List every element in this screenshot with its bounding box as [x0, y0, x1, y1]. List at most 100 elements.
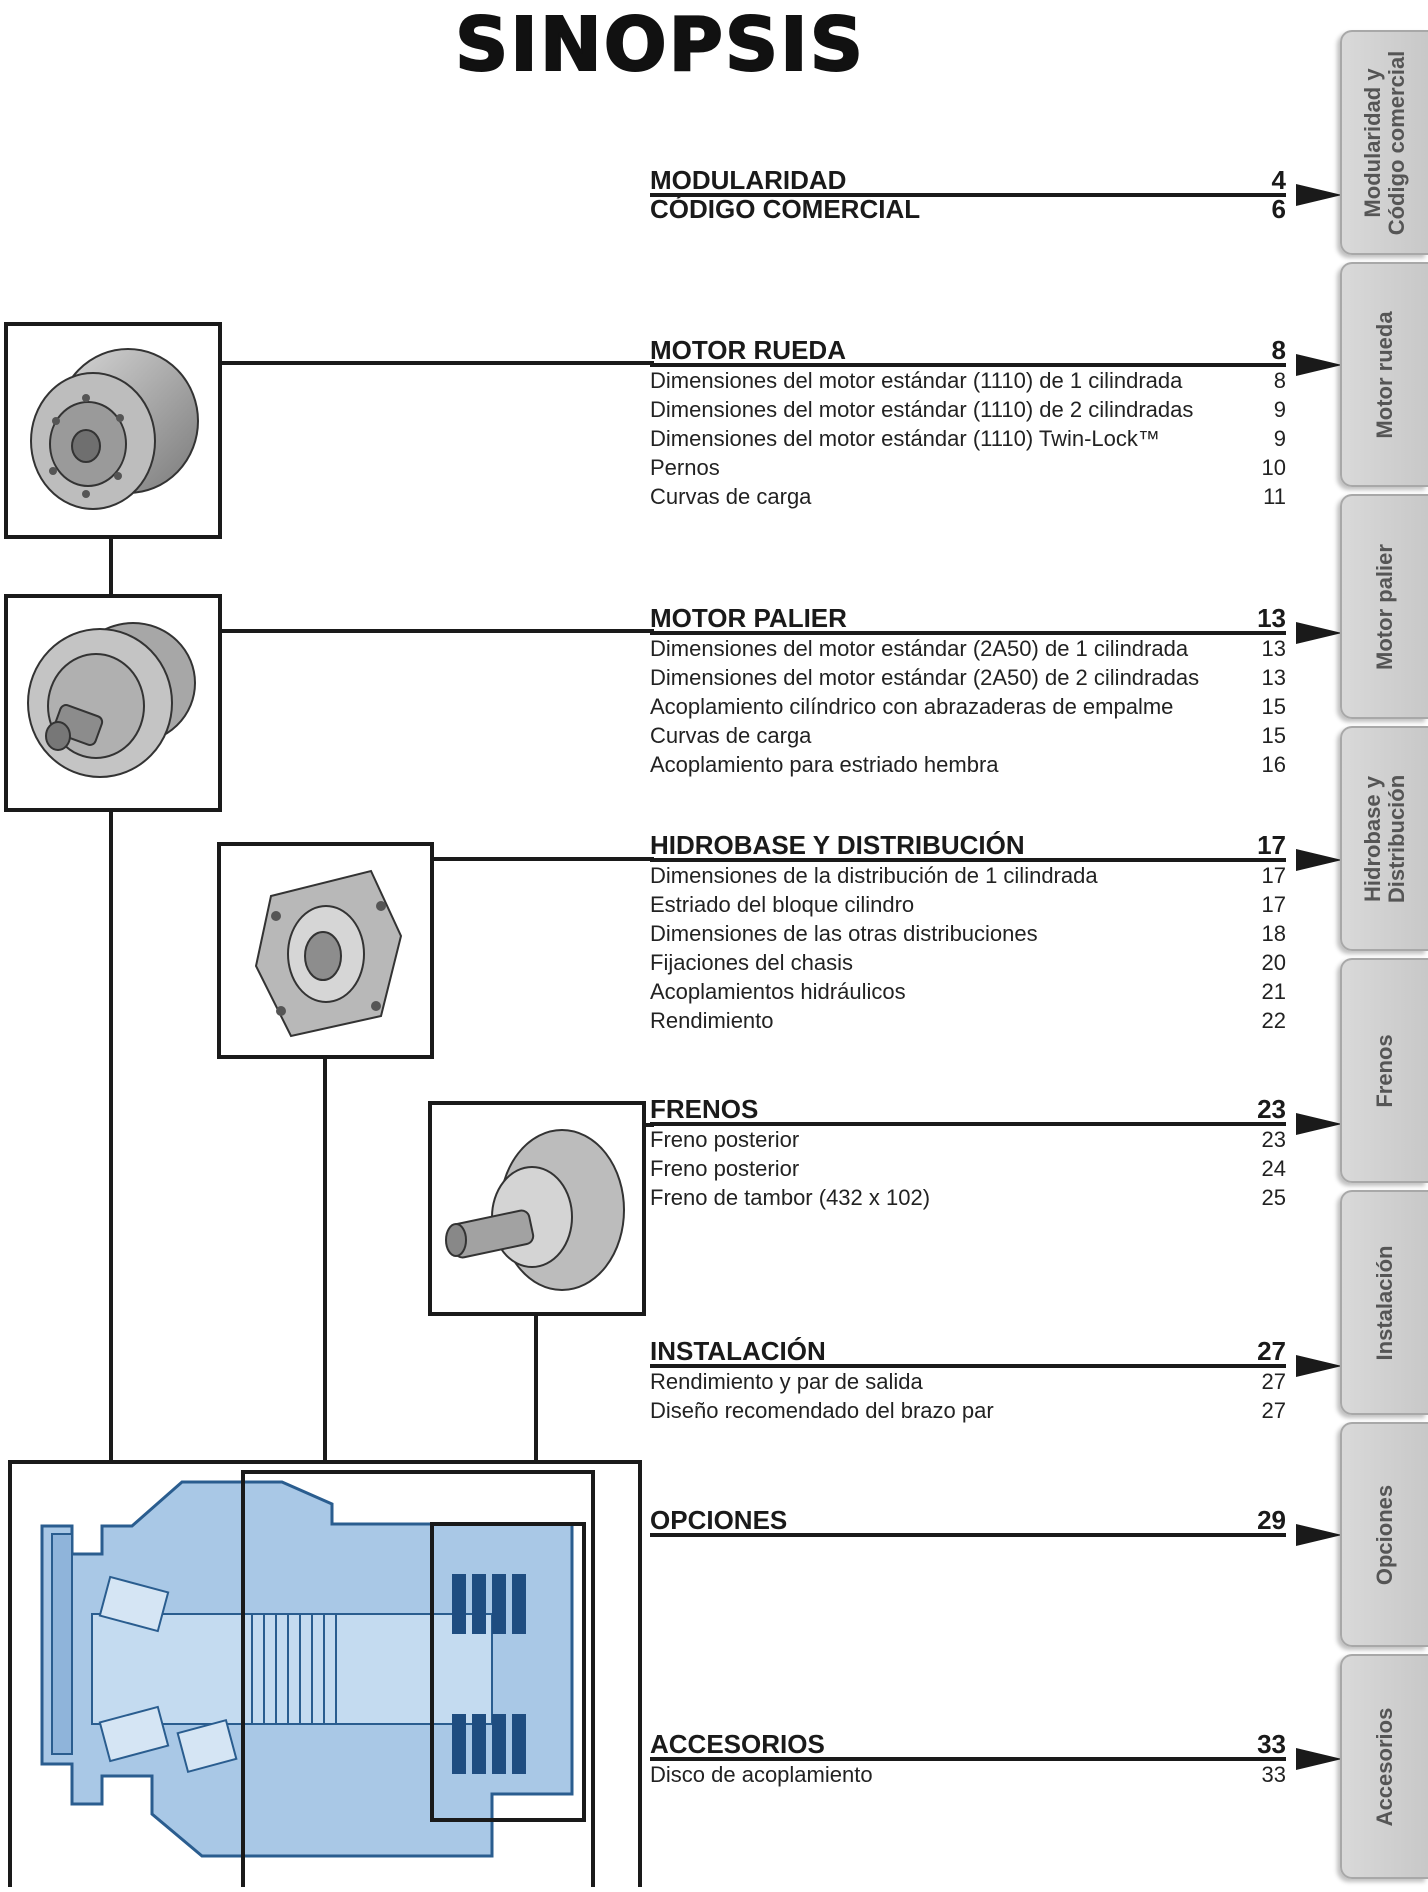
section-header[interactable]: MOTOR RUEDA 8	[650, 335, 1342, 376]
section-title: CÓDIGO COMERCIAL	[650, 194, 921, 224]
section-header[interactable]: MOTOR PALIER 13	[650, 603, 1342, 644]
section-title: MOTOR RUEDA	[650, 335, 846, 365]
section-header[interactable]: MODULARIDAD 4	[650, 165, 1342, 206]
connector-vertical-3	[323, 1055, 327, 1473]
list-item[interactable]: Dimensiones de la distribución de 1 cili…	[650, 863, 1286, 888]
connector-vertical-4	[534, 1312, 538, 1524]
section-page: 4	[1271, 165, 1286, 195]
section-header[interactable]: CÓDIGO COMERCIAL 6	[650, 194, 1286, 225]
section-hidrobase: HIDROBASE Y DISTRIBUCIÓN 17 Dimensiones …	[650, 830, 1342, 1035]
section-page: 13	[1257, 603, 1286, 633]
section-header[interactable]: INSTALACIÓN 27	[650, 1336, 1342, 1377]
arrow-right-icon	[1296, 1524, 1342, 1546]
cutaway-image	[8, 1460, 642, 1887]
section-motor-palier: MOTOR PALIER 13 Dimensiones del motor es…	[650, 603, 1342, 779]
brake-illustration	[445, 1129, 625, 1291]
tab-motor-rueda[interactable]: Motor rueda	[1340, 262, 1428, 487]
cutaway-box-frenos	[430, 1522, 586, 1822]
section-title: MODULARIDAD	[650, 165, 847, 195]
section-page: 29	[1257, 1505, 1286, 1535]
section-title: INSTALACIÓN	[650, 1336, 826, 1366]
section-rule	[650, 363, 1286, 367]
list-item[interactable]: Dimensiones del motor estándar (1110) de…	[650, 397, 1286, 422]
shaft-motor-illustration	[27, 622, 196, 778]
arrow-right-icon	[1296, 354, 1342, 376]
motor-rueda-image	[4, 322, 222, 539]
connector-frenos	[642, 1123, 654, 1127]
section-title: ACCESORIOS	[650, 1729, 825, 1759]
tab-frenos[interactable]: Frenos	[1340, 958, 1428, 1183]
list-item[interactable]: Dimensiones del motor estándar (1110) Tw…	[650, 426, 1286, 451]
section-rule	[650, 858, 1286, 862]
section-header[interactable]: ACCESORIOS 33	[650, 1729, 1342, 1770]
connector-hidrobase	[430, 857, 654, 861]
arrow-right-icon	[1296, 1113, 1342, 1135]
section-header[interactable]: HIDROBASE Y DISTRIBUCIÓN 17	[650, 830, 1342, 871]
section-motor-rueda: MOTOR RUEDA 8 Dimensiones del motor está…	[650, 335, 1342, 511]
arrow-right-icon	[1296, 184, 1342, 206]
arrow-right-icon	[1296, 1355, 1342, 1377]
section-title: OPCIONES	[650, 1505, 788, 1535]
tab-modularidad[interactable]: Modularidad y Código comercial	[1340, 30, 1428, 255]
section-rule	[650, 1757, 1286, 1761]
section-page: 6	[1271, 194, 1286, 224]
section-header[interactable]: FRENOS 23	[650, 1094, 1342, 1135]
hidrobase-image	[217, 842, 434, 1059]
list-item[interactable]: Acoplamiento cilíndrico con abrazaderas …	[650, 694, 1286, 719]
list-item[interactable]: Dimensiones del motor estándar (2A50) de…	[650, 636, 1286, 661]
section-page: 8	[1271, 335, 1286, 365]
connector-vertical-1	[109, 535, 113, 598]
section-title: FRENOS	[650, 1094, 759, 1124]
arrow-right-icon	[1296, 1748, 1342, 1770]
section-page: 17	[1257, 830, 1286, 860]
frenos-image	[428, 1101, 646, 1316]
section-page: 23	[1257, 1094, 1286, 1124]
connector-motor-rueda	[218, 361, 654, 365]
section-header[interactable]: OPCIONES 29	[650, 1505, 1342, 1546]
page-title: SINOPSIS	[454, 1, 866, 89]
arrow-right-icon	[1296, 622, 1342, 644]
section-rule	[650, 1364, 1286, 1368]
list-item[interactable]: Freno de tambor (432 x 102)25	[650, 1185, 1286, 1210]
section-page: 27	[1257, 1336, 1286, 1366]
motor-cutaway-illustration	[40, 1480, 574, 1858]
section-instalacion: INSTALACIÓN 27 Rendimiento y par de sali…	[650, 1336, 1342, 1425]
list-item[interactable]: Dimensiones del motor estándar (2A50) de…	[650, 665, 1286, 690]
tab-instalacion[interactable]: Instalación	[1340, 1190, 1428, 1415]
motor-palier-image	[4, 594, 222, 812]
arrow-right-icon	[1296, 849, 1342, 871]
wheel-motor-illustration	[30, 348, 199, 510]
section-rule	[650, 631, 1286, 635]
connector-motor-palier	[218, 629, 654, 633]
section-rule	[650, 1122, 1286, 1126]
section-codigo-comercial: CÓDIGO COMERCIAL 6	[650, 194, 1286, 225]
list-item[interactable]: Dimensiones del motor estándar (1110) de…	[650, 368, 1286, 393]
section-title: MOTOR PALIER	[650, 603, 847, 633]
section-modularidad: MODULARIDAD 4	[650, 165, 1342, 206]
tab-accesorios[interactable]: Accesorios	[1340, 1654, 1428, 1879]
connector-vertical-2	[109, 808, 113, 1464]
section-title: HIDROBASE Y DISTRIBUCIÓN	[650, 830, 1025, 860]
cutaway-box-hidrobase	[241, 1470, 595, 1887]
tab-hidrobase[interactable]: Hidrobase y Distribución	[1340, 726, 1428, 951]
tab-opciones[interactable]: Opciones	[1340, 1422, 1428, 1647]
section-rule	[650, 1533, 1286, 1537]
tab-motor-palier[interactable]: Motor palier	[1340, 494, 1428, 719]
section-page: 33	[1257, 1729, 1286, 1759]
